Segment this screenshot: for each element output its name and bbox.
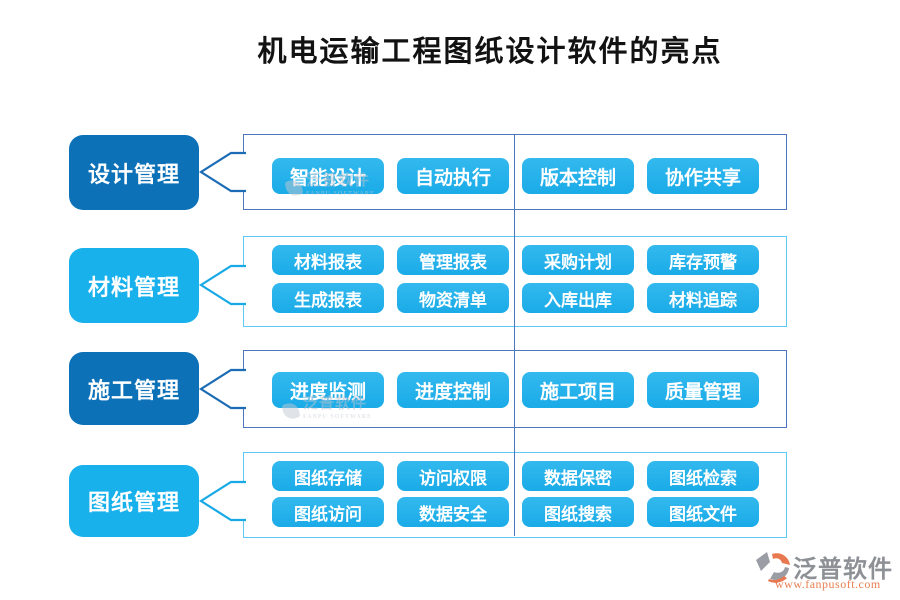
brand-url: www.fanpusoft.com: [775, 577, 881, 591]
category-label-material: 材料管理: [69, 248, 199, 323]
feature-pill: 图纸搜索: [522, 497, 634, 527]
feature-pill: 生成报表: [272, 283, 384, 313]
feature-pill: 管理报表: [397, 245, 509, 275]
feature-pill: 质量管理: [647, 372, 759, 408]
feature-pill: 进度监测: [272, 372, 384, 408]
category-label-construction: 施工管理: [69, 352, 199, 425]
brand-name: 泛普软件: [793, 557, 893, 583]
left-arrow-icon: [198, 368, 246, 410]
feature-pill: 入库出库: [522, 283, 634, 313]
feature-pill: 物资清单: [397, 283, 509, 313]
category-label-drawing: 图纸管理: [69, 465, 199, 537]
feature-pill: 协作共享: [647, 158, 759, 194]
feature-pill: 图纸访问: [272, 497, 384, 527]
left-arrow-icon: [198, 151, 246, 193]
feature-pill: 图纸文件: [647, 497, 759, 527]
feature-pill: 图纸存储: [272, 461, 384, 491]
feature-pill: 智能设计: [272, 158, 384, 194]
feature-pill: 数据安全: [397, 497, 509, 527]
feature-pill: 访问权限: [397, 461, 509, 491]
category-label-design: 设计管理: [69, 135, 199, 210]
brand-mark-icon: [756, 552, 790, 583]
feature-pill: 施工项目: [522, 372, 634, 408]
column-divider-line: [514, 134, 515, 536]
feature-pill: 自动执行: [397, 158, 509, 194]
brand-logo: 泛普软件 www.fanpusoft.com: [752, 549, 900, 593]
feature-pill: 数据保密: [522, 461, 634, 491]
feature-pill: 进度控制: [397, 372, 509, 408]
page-title: 机电运输工程图纸设计软件的亮点: [257, 36, 723, 68]
feature-pill: 库存预警: [647, 245, 759, 275]
left-arrow-icon: [198, 480, 246, 522]
feature-pill: 图纸检索: [647, 461, 759, 491]
feature-pill: 材料报表: [272, 245, 384, 275]
feature-pill: 版本控制: [522, 158, 634, 194]
feature-pill: 材料追踪: [647, 283, 759, 313]
feature-pill: 采购计划: [522, 245, 634, 275]
left-arrow-icon: [198, 264, 246, 306]
